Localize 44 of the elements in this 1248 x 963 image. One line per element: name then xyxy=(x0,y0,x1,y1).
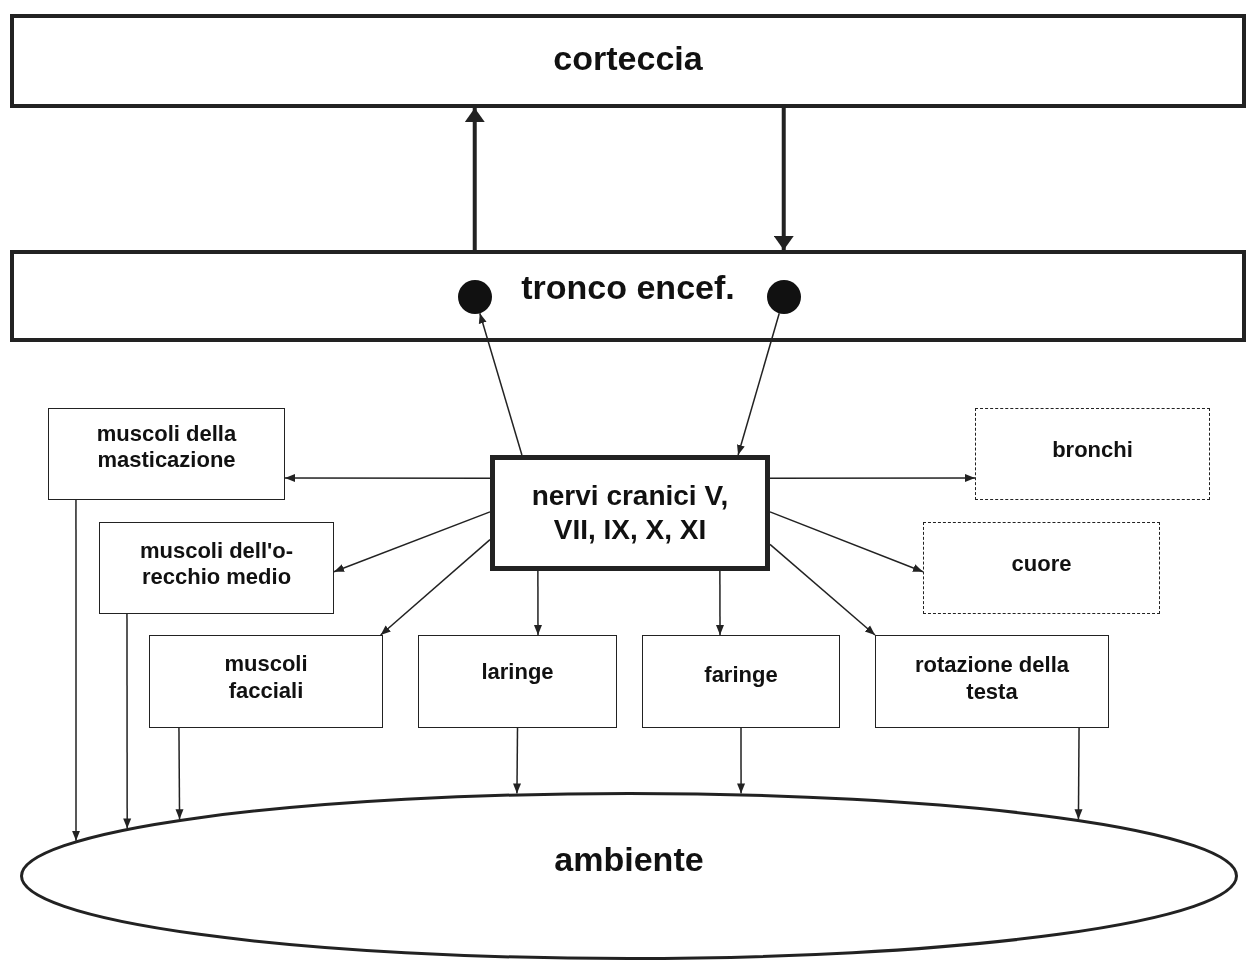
arrow xyxy=(467,108,482,250)
node-label: bronchi xyxy=(1052,436,1133,464)
process-box xyxy=(10,14,1246,108)
arrow xyxy=(769,473,976,482)
process-box xyxy=(48,408,285,500)
node-label: tronco encef. xyxy=(521,266,735,308)
node-label: muscoli dell'o- recchio medio xyxy=(138,537,295,591)
node-label: muscoli della masticazione xyxy=(95,420,238,474)
arrow xyxy=(737,312,780,456)
process-box xyxy=(149,635,383,728)
arrow xyxy=(776,108,791,250)
junction-dot xyxy=(458,280,492,314)
arrow xyxy=(769,543,876,636)
process-box xyxy=(418,635,617,728)
node-label: ambiente xyxy=(554,838,704,880)
node-label: cuore xyxy=(1011,550,1072,578)
junction-dot xyxy=(767,280,801,314)
arrow xyxy=(123,613,132,830)
arrow xyxy=(737,727,746,795)
node-label: nervi cranici V, VII, IX, X, XI xyxy=(530,479,730,547)
process-box xyxy=(10,250,1246,342)
arrow xyxy=(716,570,724,636)
environment-ellipse xyxy=(20,792,1238,960)
node-label: rotazione della testa xyxy=(913,652,1070,705)
dashed-box xyxy=(975,408,1210,500)
dashed-box xyxy=(923,522,1160,614)
node-label: laringe xyxy=(481,659,554,686)
arrow xyxy=(513,727,522,795)
node-label: corteccia xyxy=(553,37,703,79)
arrow xyxy=(478,312,523,456)
process-box xyxy=(642,635,840,728)
arrow xyxy=(534,570,542,636)
arrow xyxy=(333,511,491,573)
node-label: muscoli facciali xyxy=(223,651,309,704)
process-box xyxy=(490,455,770,571)
node-label: faringe xyxy=(704,662,778,689)
arrow xyxy=(769,511,924,573)
process-box xyxy=(875,635,1109,728)
arrow xyxy=(379,538,491,636)
arrow xyxy=(1074,727,1083,821)
process-box xyxy=(99,522,334,614)
arrow xyxy=(72,499,81,842)
arrow xyxy=(175,727,184,821)
arrow xyxy=(284,473,491,482)
